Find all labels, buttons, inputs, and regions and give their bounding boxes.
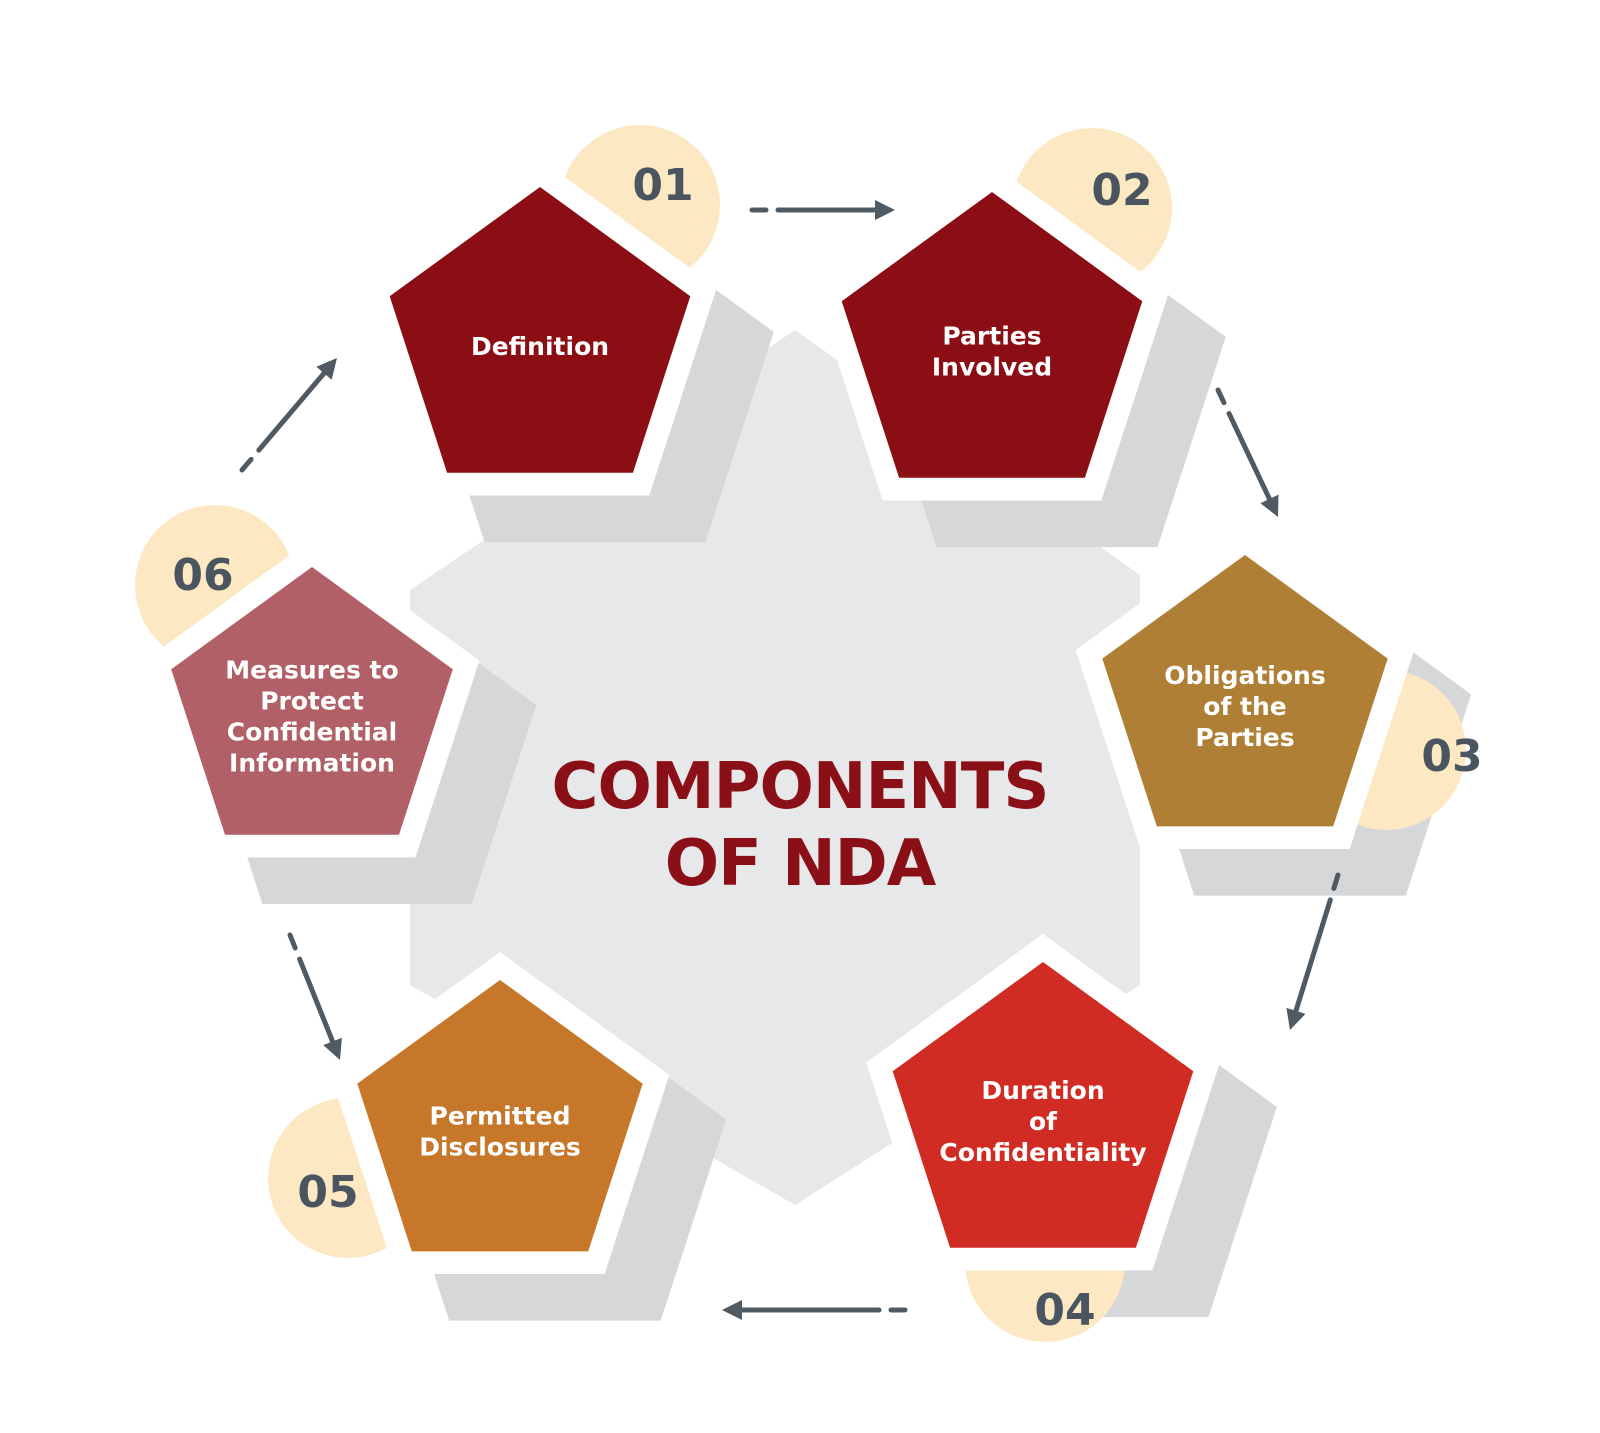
components-layer: 01Definition02PartiesInvolved03Obligatio… (135, 125, 1483, 1342)
component-label-line: Parties (942, 322, 1041, 351)
component-label-line: Definition (471, 332, 609, 361)
arrow-dash (1331, 872, 1341, 891)
component-label-line: of the (1203, 692, 1286, 721)
arrow-head (722, 1300, 742, 1320)
arrow-shaft (1226, 411, 1275, 507)
arrow-dash (287, 932, 298, 951)
title-line-2: OF NDA (665, 827, 937, 901)
component-pentagon (171, 567, 453, 835)
component-number: 06 (172, 550, 233, 601)
arrow-head (1260, 494, 1279, 517)
arrows-layer (239, 200, 1341, 1320)
component-label-line: Obligations (1164, 661, 1325, 690)
component-pentagon (841, 192, 1143, 478)
center-title: COMPONENTS OF NDA (552, 750, 1050, 901)
component-number: 01 (632, 160, 693, 211)
center-hexagon (410, 330, 1140, 1205)
arrow-head (316, 358, 337, 380)
flow-arrow-5 (287, 932, 342, 1060)
component-number: 04 (1034, 1285, 1095, 1336)
flow-arrow-4 (722, 1300, 908, 1320)
component-label-line: Parties (1195, 723, 1294, 752)
component-label-line: Measures to (225, 656, 398, 685)
component-pentagon (389, 187, 691, 473)
component-label-line: Permitted (430, 1102, 571, 1131)
title-line-1: COMPONENTS (552, 750, 1049, 824)
arrow-dash (239, 456, 254, 473)
arrow-head (875, 200, 895, 220)
component-label-line: Information (229, 749, 395, 778)
component-label-line: Protect (260, 687, 364, 716)
component-number: 03 (1421, 731, 1482, 782)
component-pentagon (1102, 555, 1388, 827)
component-pentagon (892, 962, 1194, 1248)
component-label-line: Duration (981, 1076, 1104, 1105)
arrow-head (1286, 1007, 1306, 1030)
component-number: 02 (1091, 165, 1152, 216)
arrow-head (323, 1037, 342, 1060)
flow-arrow-3 (1286, 872, 1341, 1030)
flow-arrow-1 (749, 200, 895, 220)
arrow-shaft (256, 366, 331, 453)
component-pentagon (357, 980, 643, 1252)
component-label-line: Involved (932, 353, 1052, 382)
component-label-line: Confidentiality (939, 1138, 1146, 1167)
component-label-line: of (1029, 1107, 1058, 1136)
arrow-dash (1215, 387, 1227, 406)
arrow-shaft (297, 956, 338, 1050)
component-number: 05 (297, 1167, 358, 1218)
arrow-shaft (1291, 897, 1333, 1020)
flow-arrow-6 (239, 358, 337, 473)
flow-arrow-2 (1215, 387, 1279, 517)
component-label-line: Confidential (227, 718, 397, 747)
component-label-line: Disclosures (419, 1133, 581, 1162)
